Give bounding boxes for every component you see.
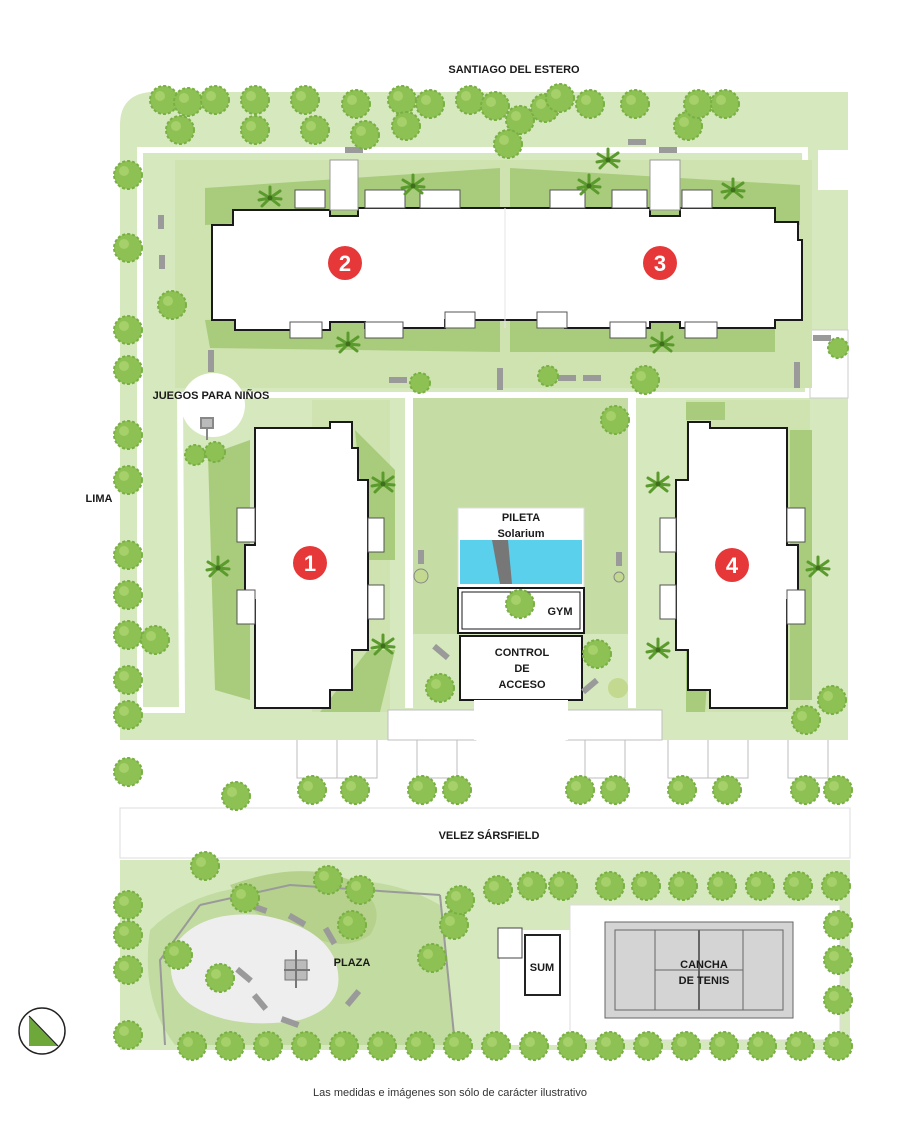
tennis-court-lines (614, 929, 784, 1011)
building-3-footbridge (649, 159, 681, 211)
pool-water[interactable] (460, 540, 582, 584)
pool-shade (492, 540, 512, 584)
building-2-badge[interactable] (328, 246, 362, 280)
access-label-3: ACCESO (498, 679, 546, 691)
building-3-number: 3 (654, 251, 666, 276)
solarium-label: Solarium (497, 528, 544, 540)
building4-shade-1 (686, 402, 725, 420)
fountain-east-icon (613, 571, 625, 583)
velez-sarsfield-street (119, 807, 851, 859)
sum-building (524, 934, 561, 996)
plaza-play-structure-icon (284, 950, 310, 988)
play-structure-icon (200, 417, 214, 440)
tennis-label-2: DE TENIS (679, 975, 730, 987)
pool-label: PILETA (502, 512, 540, 524)
sum-annex (497, 927, 523, 959)
signpost-west-icon (418, 550, 424, 564)
street-label-north: SANTIAGO DEL ESTERO (448, 64, 580, 76)
entrance-ramp-west (387, 709, 477, 741)
building-1-number: 1 (304, 551, 316, 576)
building-1-balconies (236, 507, 385, 625)
playground-label: JUEGOS PARA NIÑOS (153, 389, 270, 402)
street-label-south: VELEZ SÁRSFIELD (439, 829, 540, 842)
disclaimer-caption: Las medidas e imágenes son sólo de carác… (313, 1087, 587, 1099)
building-4-badge[interactable] (715, 548, 749, 582)
planter-icon (608, 678, 628, 698)
building-1-badge[interactable] (293, 546, 327, 580)
building-4-number: 4 (726, 553, 739, 578)
building-4-balconies (659, 507, 806, 625)
sum-label: SUM (530, 962, 554, 974)
parking-spaces (296, 740, 829, 779)
playground-area (181, 373, 245, 437)
building-2-footbridge (329, 159, 359, 211)
building-2-number: 2 (339, 251, 351, 276)
access-label-1: CONTROL (495, 647, 550, 659)
plaza-label: PLAZA (334, 957, 371, 969)
building-2-3-balconies (289, 189, 718, 339)
access-control-building[interactable] (459, 635, 583, 701)
building1-shade-2 (320, 650, 395, 712)
building-3-badge[interactable] (643, 246, 677, 280)
entrance-ramp-east (565, 709, 663, 741)
plaza-paved-area (170, 914, 339, 1024)
benches (158, 139, 831, 1028)
entrance-drive (474, 700, 568, 740)
tennis-label-1: CANCHA (680, 959, 728, 971)
service-lot (818, 150, 848, 190)
building4-shade-2 (790, 430, 812, 700)
building-2-3[interactable] (211, 207, 803, 331)
courtyard-path-east (628, 398, 636, 708)
north-arrow-icon (18, 1007, 66, 1055)
gym-label: GYM (547, 606, 572, 618)
access-label-2: DE (514, 663, 529, 675)
street-label-west: LIMA (86, 493, 113, 505)
signpost-east-icon (616, 552, 622, 566)
fountain-west-icon (413, 568, 429, 584)
courtyard-path-west (405, 398, 413, 708)
